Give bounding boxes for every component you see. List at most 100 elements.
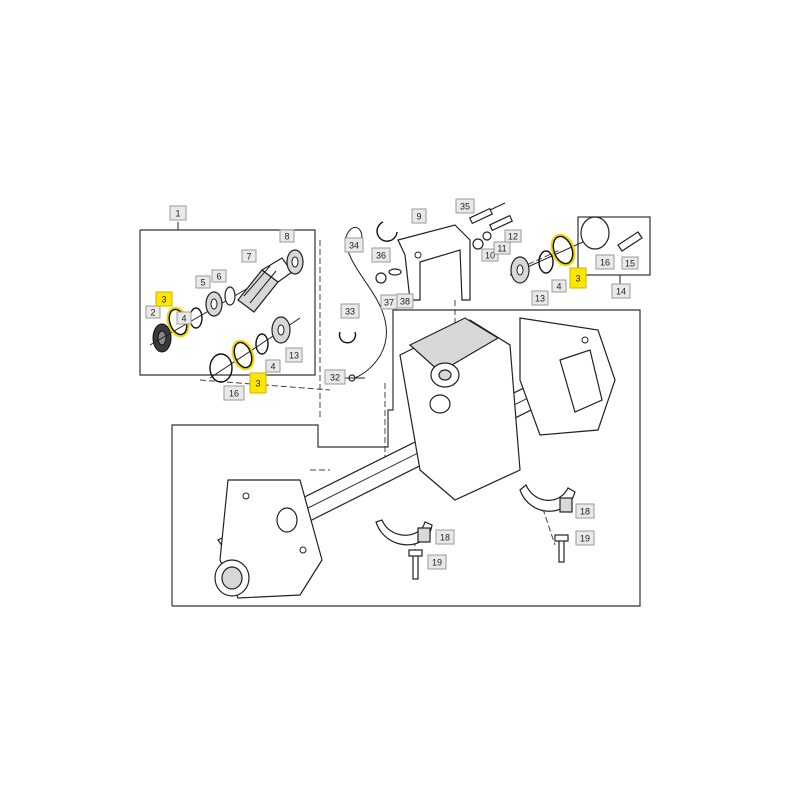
callout-38: 38 xyxy=(396,293,414,309)
bolt-12 xyxy=(488,214,514,232)
callout-box xyxy=(569,267,587,289)
callout-35: 35 xyxy=(455,198,475,214)
callout-box xyxy=(455,198,475,214)
callout-label: 35 xyxy=(460,202,470,212)
callout-box xyxy=(265,359,281,373)
gearbox-housing xyxy=(399,317,521,501)
callout-label: 19 xyxy=(432,558,442,568)
callout-19: 19 xyxy=(427,554,447,570)
callout-3: 3 xyxy=(249,372,267,394)
bolt-19b xyxy=(554,534,569,563)
callout-label: 16 xyxy=(229,389,239,399)
callout-label: 34 xyxy=(349,241,359,251)
bolt-19a xyxy=(408,549,423,580)
clamp-18b xyxy=(519,484,576,513)
callout-box xyxy=(427,554,447,570)
callout-label: 36 xyxy=(376,251,386,261)
callout-16: 16 xyxy=(595,254,615,270)
callout-label: 7 xyxy=(246,252,251,262)
callout-34: 34 xyxy=(344,237,364,253)
callout-label: 14 xyxy=(616,287,626,297)
callout-14: 14 xyxy=(611,283,631,299)
callout-3: 3 xyxy=(155,291,173,307)
callout-8: 8 xyxy=(279,229,295,243)
callout-label: 4 xyxy=(556,282,561,292)
callout-box xyxy=(371,247,391,263)
callout-16: 16 xyxy=(223,385,245,401)
washer-38 xyxy=(388,268,402,276)
callout-box xyxy=(169,205,187,221)
clamp-18a xyxy=(375,519,433,546)
callout-box xyxy=(195,275,211,289)
callout-box xyxy=(211,269,227,283)
callout-label: 4 xyxy=(181,314,186,324)
nut-10 xyxy=(472,238,484,250)
callout-label: 18 xyxy=(580,507,590,517)
callout-37: 37 xyxy=(380,294,398,310)
callout-3: 3 xyxy=(569,267,587,289)
callout-label: 12 xyxy=(508,232,518,242)
washer-11 xyxy=(482,231,492,241)
callout-label: 6 xyxy=(216,272,221,282)
callout-4: 4 xyxy=(265,359,281,373)
callout-box xyxy=(551,279,567,293)
right-mount-plate xyxy=(519,317,616,436)
callout-label: 5 xyxy=(200,278,205,288)
callout-box xyxy=(344,237,364,253)
left-flange-tube xyxy=(214,559,250,597)
callout-box xyxy=(493,241,511,255)
callout-box xyxy=(621,256,639,270)
callout-label: 2 xyxy=(150,308,155,318)
pin-15 xyxy=(617,231,643,252)
o-ring-4b xyxy=(255,333,269,355)
callout-box xyxy=(575,530,595,546)
callout-label: 13 xyxy=(289,351,299,361)
callout-box xyxy=(411,208,427,224)
callout-box xyxy=(435,529,455,545)
callout-6: 6 xyxy=(211,269,227,283)
callout-label: 38 xyxy=(400,297,410,307)
callout-label: 8 xyxy=(284,232,289,242)
callout-label: 13 xyxy=(535,294,545,304)
callout-5: 5 xyxy=(195,275,211,289)
hose-34 xyxy=(344,226,387,379)
callout-19: 19 xyxy=(575,530,595,546)
callout-box xyxy=(223,385,245,401)
callout-box xyxy=(155,291,173,307)
callout-15: 15 xyxy=(621,256,639,270)
callout-4: 4 xyxy=(176,311,192,325)
callout-33: 33 xyxy=(340,303,360,319)
callout-box xyxy=(611,283,631,299)
group-1-frame xyxy=(139,222,316,376)
fitting-32 xyxy=(345,374,365,382)
callout-12: 12 xyxy=(504,229,522,243)
callout-box xyxy=(575,503,595,519)
callout-box xyxy=(340,303,360,319)
pinion-shaft-7 xyxy=(237,257,293,313)
callout-box xyxy=(176,311,192,325)
callout-label: 3 xyxy=(575,274,580,284)
callout-box xyxy=(531,290,549,306)
callout-label: 16 xyxy=(600,258,610,268)
callout-18: 18 xyxy=(575,503,595,519)
circlip-33 xyxy=(338,331,357,344)
bearing-13b xyxy=(510,256,530,284)
callout-box xyxy=(249,372,267,394)
o-ring-4c xyxy=(538,250,554,274)
bolt-35 xyxy=(468,202,506,225)
group-14-frame xyxy=(577,216,651,284)
callout-box xyxy=(504,229,522,243)
callout-label: 15 xyxy=(625,259,635,269)
callout-label: 33 xyxy=(345,307,355,317)
callout-label: 3 xyxy=(161,295,166,305)
ring-16a xyxy=(209,353,233,383)
callout-7: 7 xyxy=(241,249,257,263)
callout-4: 4 xyxy=(551,279,567,293)
callout-box xyxy=(396,293,414,309)
callout-label: 10 xyxy=(485,251,495,261)
callout-box xyxy=(285,347,303,363)
callout-box xyxy=(324,369,346,385)
callout-layer: 1233344456789101112131314151616181819193… xyxy=(145,198,639,570)
callout-box xyxy=(241,249,257,263)
